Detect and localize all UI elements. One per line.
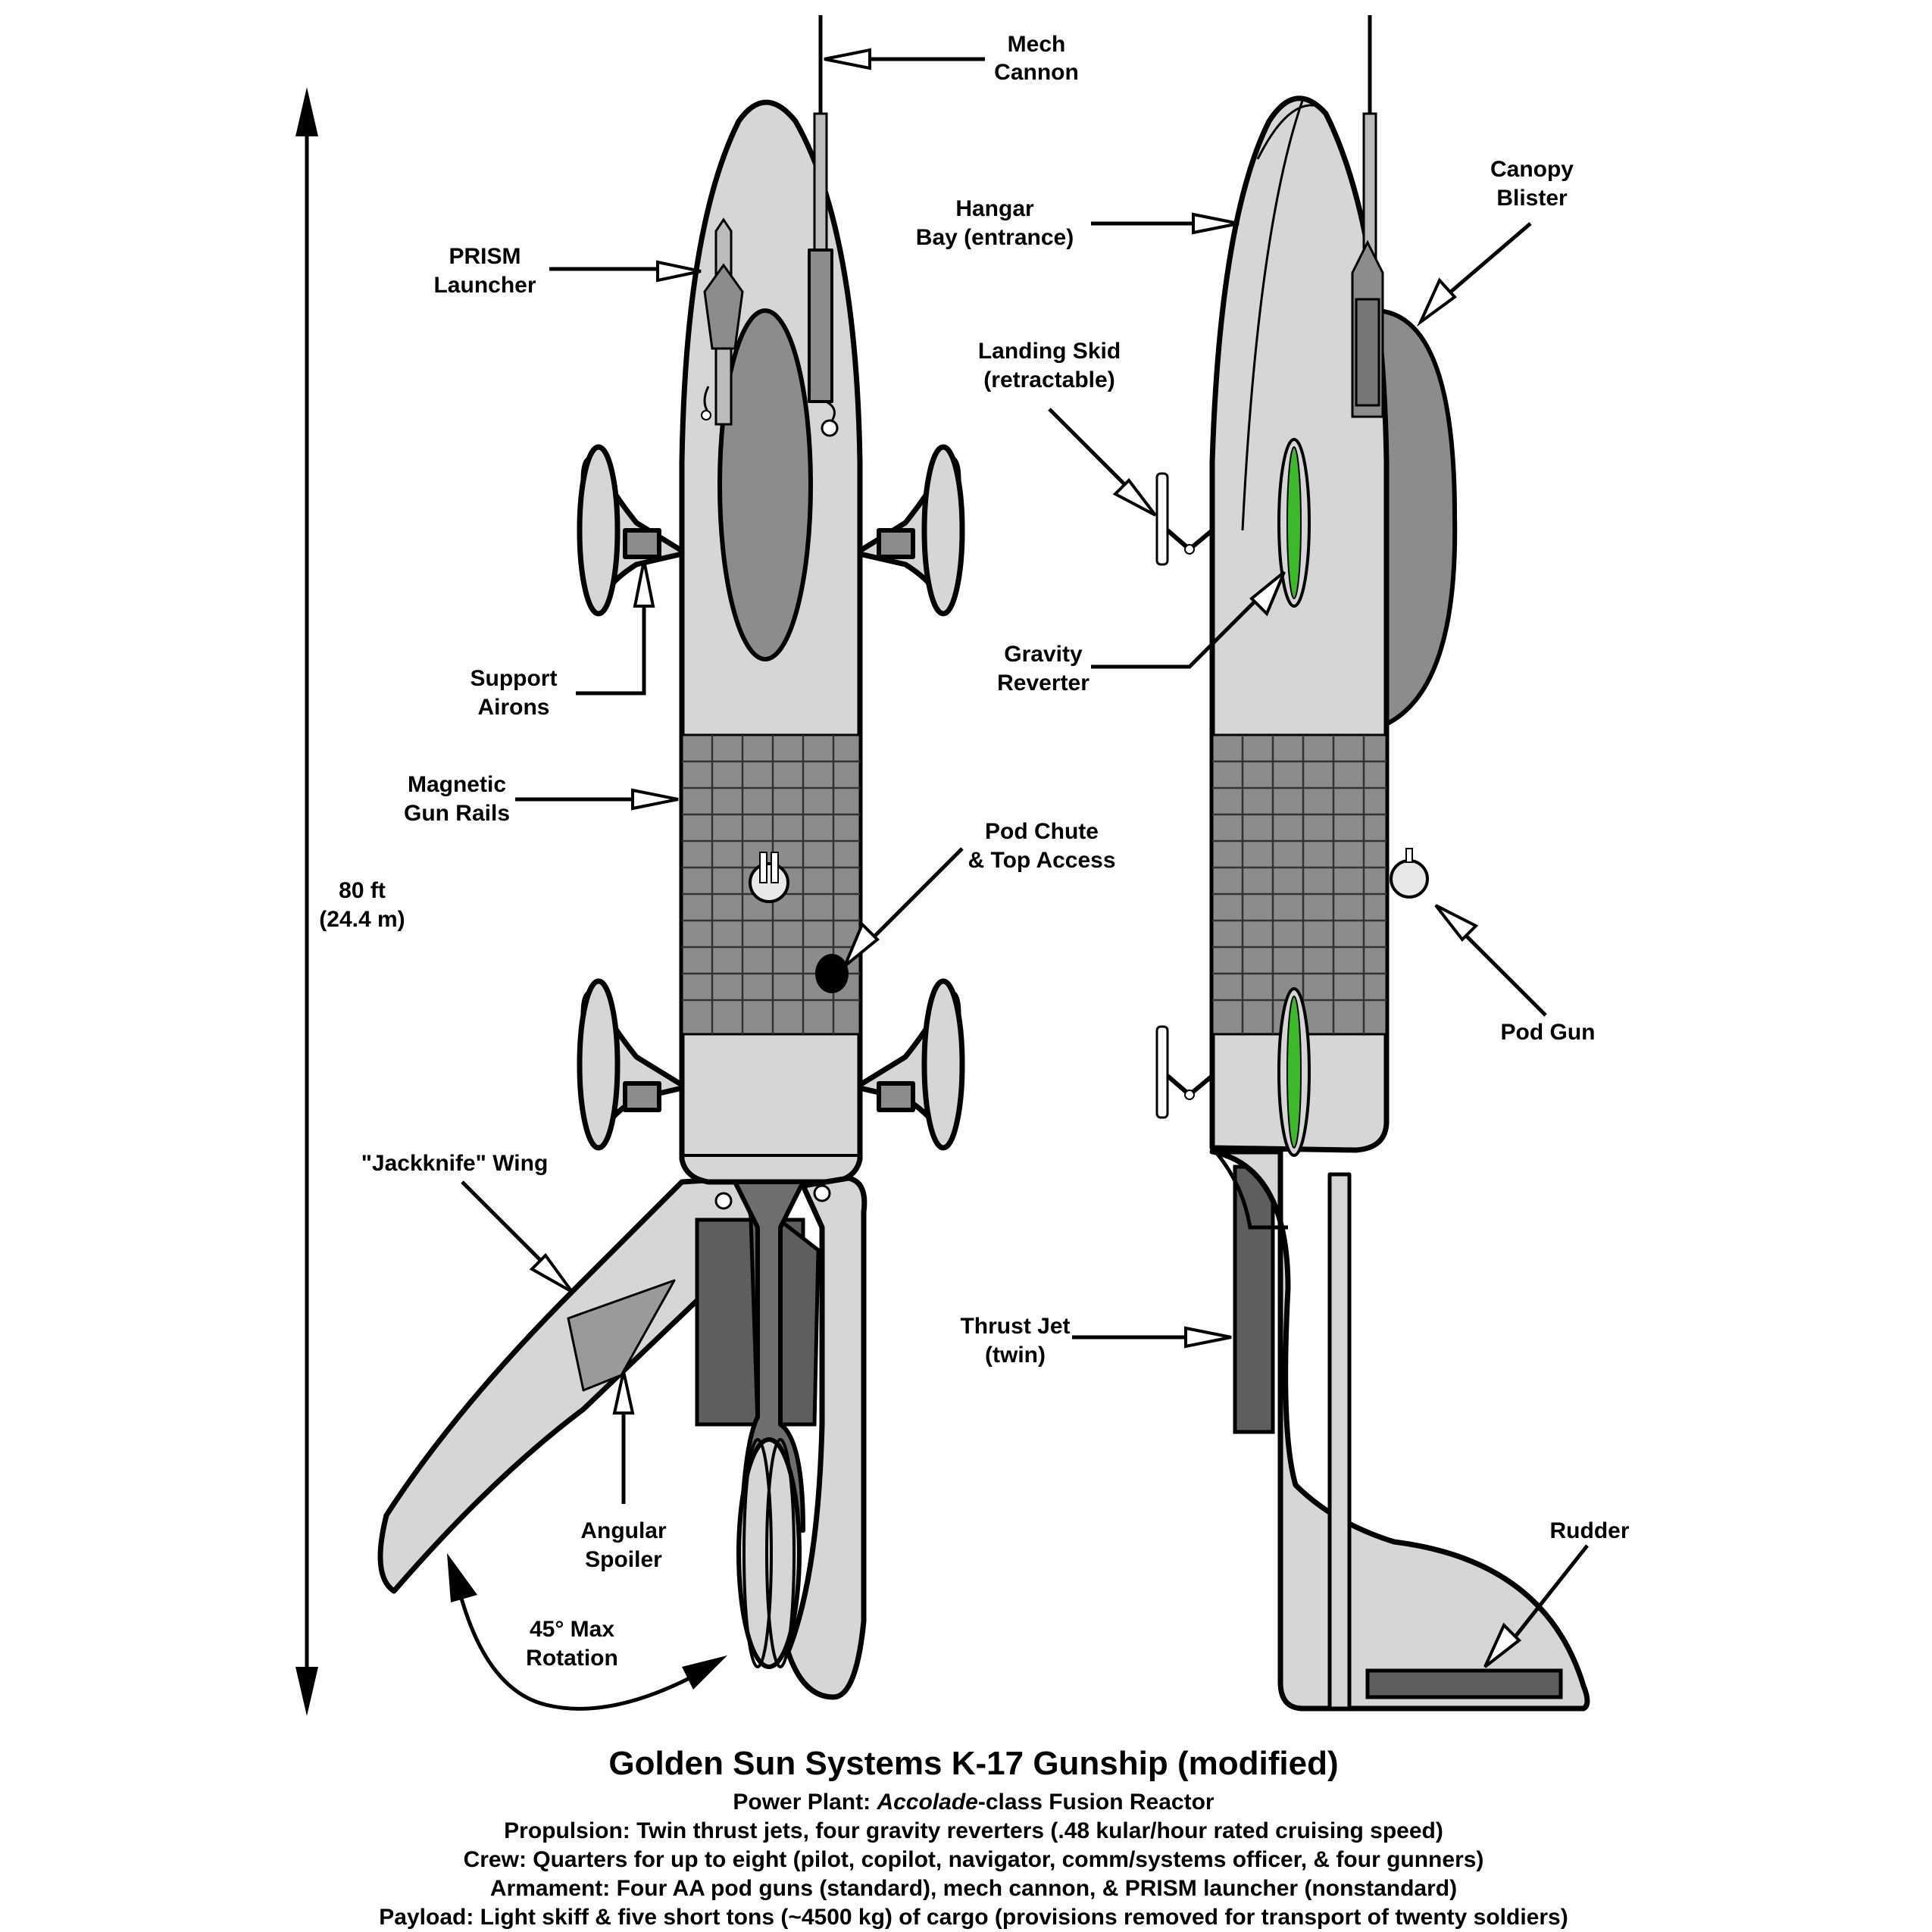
- diagram-title: Golden Sun Systems K-17 Gunship (modifie…: [608, 1745, 1338, 1782]
- label-rotation-1: 45° Max: [530, 1617, 614, 1642]
- label-angular-spoiler-1: Angular: [580, 1518, 667, 1543]
- landing-skid-lower: [1155, 1025, 1214, 1119]
- label-rotation-2: Rotation: [526, 1646, 618, 1671]
- label-hangar-1: Hangar: [955, 196, 1034, 221]
- top-ellipse-panel: [717, 308, 813, 661]
- labels: Mech Cannon PRISM Launcher Support Airon…: [319, 32, 1630, 1671]
- label-thrust-jet-1: Thrust Jet: [960, 1314, 1070, 1339]
- label-landing-skid-1: Landing Skid: [978, 339, 1121, 364]
- label-prism-1: PRISM: [449, 244, 521, 269]
- label-mech-cannon-2: Cannon: [994, 60, 1079, 85]
- caption: Golden Sun Systems K-17 Gunship (modifie…: [379, 1745, 1568, 1930]
- leader-lines: [447, 48, 1589, 1711]
- top-view: [377, 15, 965, 1700]
- label-jackknife-wing: "Jackknife" Wing: [361, 1151, 549, 1176]
- prism-launcher: [701, 217, 744, 426]
- label-hangar-2: Bay (entrance): [916, 225, 1074, 250]
- spec-propulsion: Propulsion: Twin thrust jets, four gravi…: [504, 1818, 1443, 1843]
- pod-chute: [815, 954, 849, 993]
- label-support-airons-2: Airons: [477, 695, 549, 720]
- label-gravity-1: Gravity: [1004, 642, 1083, 667]
- spec-payload: Payload: Light skiff & five short tons (…: [379, 1905, 1568, 1930]
- spec-power-plant: Power Plant: Accolade-class Fusion React…: [733, 1790, 1215, 1815]
- label-thrust-jet-2: (twin): [985, 1343, 1046, 1368]
- tail-boom-top: [733, 1180, 805, 1669]
- canopy-blister: [1377, 308, 1458, 730]
- spec-armament: Armament: Four AA pod guns (standard), m…: [490, 1876, 1457, 1901]
- label-prism-2: Launcher: [433, 273, 536, 298]
- rudder-body: [1209, 1149, 1590, 1712]
- rudder-plate: [1365, 1668, 1563, 1699]
- label-gun-rails-1: Magnetic: [408, 772, 506, 797]
- label-pod-chute-1: Pod Chute: [985, 819, 1099, 844]
- support-airon-upper-left: [577, 444, 689, 617]
- label-dimension-2: (24.4 m): [319, 907, 405, 932]
- mech-cannon-side: [1351, 15, 1384, 418]
- tail-strut-side: [1327, 1172, 1352, 1711]
- gravity-reverter-lower: [1277, 987, 1311, 1157]
- label-support-airons-1: Support: [470, 666, 558, 691]
- label-gravity-2: Reverter: [997, 671, 1089, 696]
- support-airon-lower-left: [577, 978, 689, 1151]
- side-gun-rails-grid: [1211, 733, 1388, 1036]
- support-airon-lower-right: [853, 978, 965, 1151]
- label-gun-rails-2: Gun Rails: [404, 801, 510, 826]
- label-mech-cannon-1: Mech: [1008, 32, 1066, 57]
- right-tail-wing: [785, 1175, 868, 1700]
- mech-cannon-top: [808, 15, 839, 437]
- landing-skid-upper: [1155, 472, 1214, 566]
- gravity-reverter-upper: [1277, 438, 1311, 608]
- label-dimension-1: 80 ft: [339, 878, 386, 903]
- dimension-line: [295, 87, 318, 1716]
- label-pod-chute-2: & Top Access: [968, 848, 1115, 873]
- spec-crew: Crew: Quarters for up to eight (pilot, c…: [464, 1847, 1484, 1872]
- label-rudder: Rudder: [1550, 1518, 1630, 1543]
- support-airon-upper-right: [853, 444, 965, 617]
- label-pod-gun: Pod Gun: [1501, 1020, 1596, 1045]
- side-view: [1155, 15, 1590, 1712]
- label-angular-spoiler-2: Spoiler: [585, 1547, 662, 1572]
- pod-gun-side: [1390, 848, 1429, 899]
- pod-gun-top: [749, 852, 789, 903]
- label-landing-skid-2: (retractable): [983, 367, 1114, 392]
- thrust-jet-side: [1233, 1165, 1275, 1434]
- label-canopy-2: Blister: [1496, 186, 1568, 211]
- label-canopy-1: Canopy: [1490, 157, 1574, 182]
